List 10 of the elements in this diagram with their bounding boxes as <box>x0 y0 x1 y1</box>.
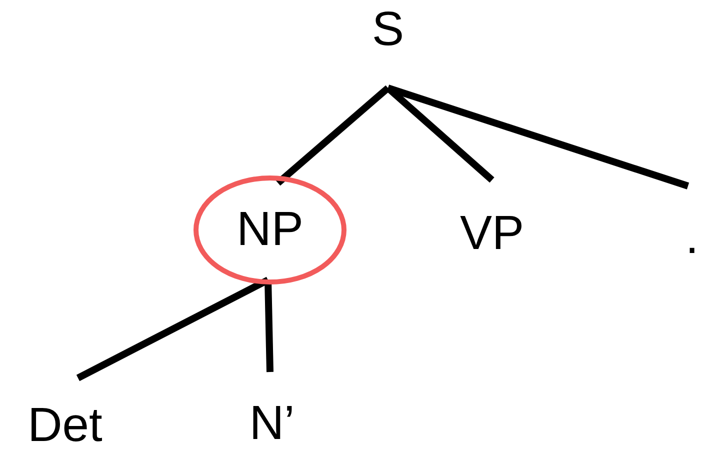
node-label: NP <box>236 206 304 254</box>
node-label: VP <box>460 210 524 258</box>
tree-branch <box>76 276 270 382</box>
tree-branch <box>386 84 690 190</box>
node-label: . <box>685 214 699 262</box>
tree-branch <box>276 85 390 186</box>
node-label: N’ <box>249 400 295 448</box>
node-label: S <box>372 6 404 54</box>
node-label: Det <box>28 402 102 450</box>
circled-tree-node <box>193 175 347 285</box>
